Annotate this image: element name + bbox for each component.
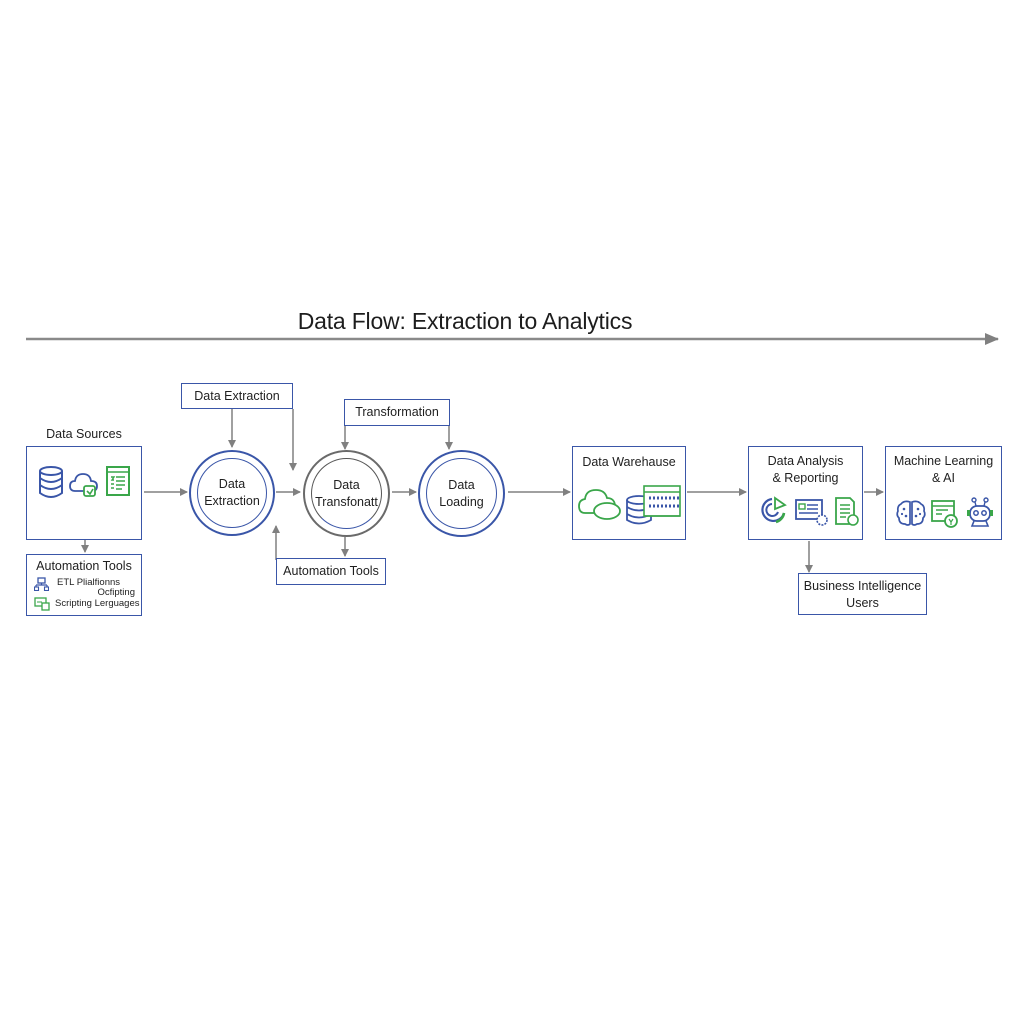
automation-tools-label: Automation Tools xyxy=(36,559,132,573)
data-table-icon xyxy=(643,485,681,517)
model-window-icon xyxy=(931,500,958,528)
data-warehouse-box[interactable]: Data Warehause xyxy=(572,446,686,540)
transformation-tag[interactable]: Transformation xyxy=(344,399,450,426)
cloud-storage-icon xyxy=(578,489,621,520)
data-sources-label: Data Sources xyxy=(46,427,122,441)
automation-tools-mid-label: Automation Tools xyxy=(283,564,379,578)
certificate-report-icon xyxy=(835,497,859,526)
scripting-window-icon xyxy=(34,597,50,611)
transformation-tag-label: Transformation xyxy=(355,405,439,419)
data-analysis-reporting-box[interactable]: Data Analysis & Reporting xyxy=(748,446,863,540)
business-intelligence-users-box[interactable]: Business Intelligence Users xyxy=(798,573,927,615)
process-extraction-line2: Extraction xyxy=(204,494,260,508)
ml-label-line1: Machine Learning xyxy=(893,454,994,468)
machine-learning-ai-box[interactable]: Machine Learning & AI xyxy=(885,446,1002,540)
data-warehouse-label: Data Warehause xyxy=(582,455,676,469)
etl-platform-icon xyxy=(34,577,49,591)
process-transformation-line1: Data xyxy=(333,477,360,492)
brain-icon xyxy=(896,500,926,526)
automation-tools-box[interactable]: Automation Tools ETL Plialfionns Ocfipti… xyxy=(26,554,142,616)
automation-item-etl: ETL Plialfionns xyxy=(57,577,121,588)
process-transformation-line2: Transfonatt xyxy=(315,494,378,509)
process-loading-line2: Loading xyxy=(439,494,484,509)
process-data-transformation[interactable]: Data Transfonatt xyxy=(303,450,390,537)
process-data-extraction[interactable]: Data Extraction xyxy=(189,450,275,536)
dashboard-settings-icon xyxy=(795,499,828,526)
process-extraction-line1: Data xyxy=(218,477,246,491)
data-extraction-tag-label: Data Extraction xyxy=(194,389,280,403)
analysis-label-line2: & Reporting xyxy=(772,471,839,485)
data-sources-box[interactable] xyxy=(26,446,142,540)
process-data-loading[interactable]: Data Loading xyxy=(418,450,505,537)
data-extraction-tag[interactable]: Data Extraction xyxy=(181,383,293,409)
pie-chart-icon xyxy=(761,496,787,524)
diagram-title: Data Flow: Extraction to Analytics xyxy=(297,308,633,334)
bi-label-line1: Business Intelligence xyxy=(803,579,922,593)
automation-item-ocfipting: Ocfipting xyxy=(97,587,136,598)
automation-tools-mid-box[interactable]: Automation Tools xyxy=(276,558,386,585)
cloud-sync-icon xyxy=(69,473,98,497)
database-icon xyxy=(39,466,63,498)
automation-item-scripting: Scripting Lerguages xyxy=(55,598,140,609)
ml-label-line2: & AI xyxy=(932,471,955,485)
bi-label-line2: Users xyxy=(846,596,879,610)
robot-icon xyxy=(967,497,993,527)
analysis-label-line1: Data Analysis xyxy=(767,454,844,468)
process-loading-line1: Data xyxy=(448,477,475,492)
document-list-icon xyxy=(106,466,130,496)
